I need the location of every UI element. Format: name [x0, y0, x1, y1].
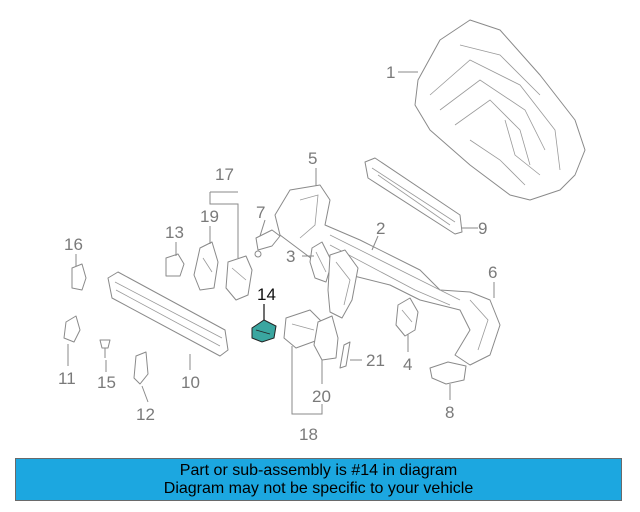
callout-19: 19	[200, 207, 219, 226]
callout-2: 2	[376, 219, 385, 238]
callout-20: 20	[312, 387, 331, 406]
part-9-tie-bar	[364, 157, 463, 235]
callout-17: 17	[215, 165, 234, 184]
part-10-reinforcement	[107, 271, 229, 357]
callout-13: 13	[165, 223, 184, 242]
part-16-bracket	[71, 263, 87, 291]
part-12-bracket	[133, 351, 149, 385]
parts-diagram: 1 2 3 4 5 6 7 8 9 10 11 12 13 14 15 16 1…	[58, 19, 586, 444]
part-11-bracket	[63, 315, 81, 343]
callout-9: 9	[478, 219, 487, 238]
part-20-bracket	[313, 315, 339, 361]
part-4-bracket	[395, 297, 419, 337]
part-1-radiator-support	[414, 19, 586, 201]
part-21-strip	[339, 341, 351, 369]
part-17-bracket	[225, 255, 253, 301]
callout-5: 5	[308, 149, 317, 168]
callout-6: 6	[488, 263, 497, 282]
callout-15: 15	[97, 373, 116, 392]
part-19-bracket	[193, 241, 219, 291]
callout-11: 11	[58, 369, 76, 388]
callout-labels: 1 2 3 4 5 6 7 8 9 10 11 12 13 14 15 16 1…	[58, 63, 497, 444]
callout-18: 18	[299, 425, 318, 444]
part-8-bracket	[429, 361, 467, 385]
callout-8: 8	[445, 403, 454, 422]
part-7-bracket	[254, 229, 281, 258]
callout-4: 4	[403, 355, 412, 374]
callout-21: 21	[366, 351, 385, 370]
callout-12: 12	[136, 405, 155, 424]
callout-14: 14	[257, 285, 276, 304]
callout-3: 3	[286, 247, 295, 266]
callout-7: 7	[256, 203, 265, 222]
banner-line-2: Diagram may not be specific to your vehi…	[163, 479, 474, 497]
part-14-bracket-highlighted	[251, 319, 277, 343]
callout-10: 10	[181, 373, 200, 392]
leader-lines	[67, 71, 495, 415]
part-3-bracket	[309, 241, 333, 283]
callout-16: 16	[64, 235, 83, 254]
part-13-bracket	[165, 253, 185, 277]
part-15-bolt	[99, 339, 111, 358]
banner-line-1: Part or sub-assembly is #14 in diagram	[179, 461, 458, 479]
part-center-bracket	[327, 249, 359, 319]
info-banner: Part or sub-assembly is #14 in diagram D…	[15, 458, 622, 501]
callout-1: 1	[386, 63, 395, 82]
